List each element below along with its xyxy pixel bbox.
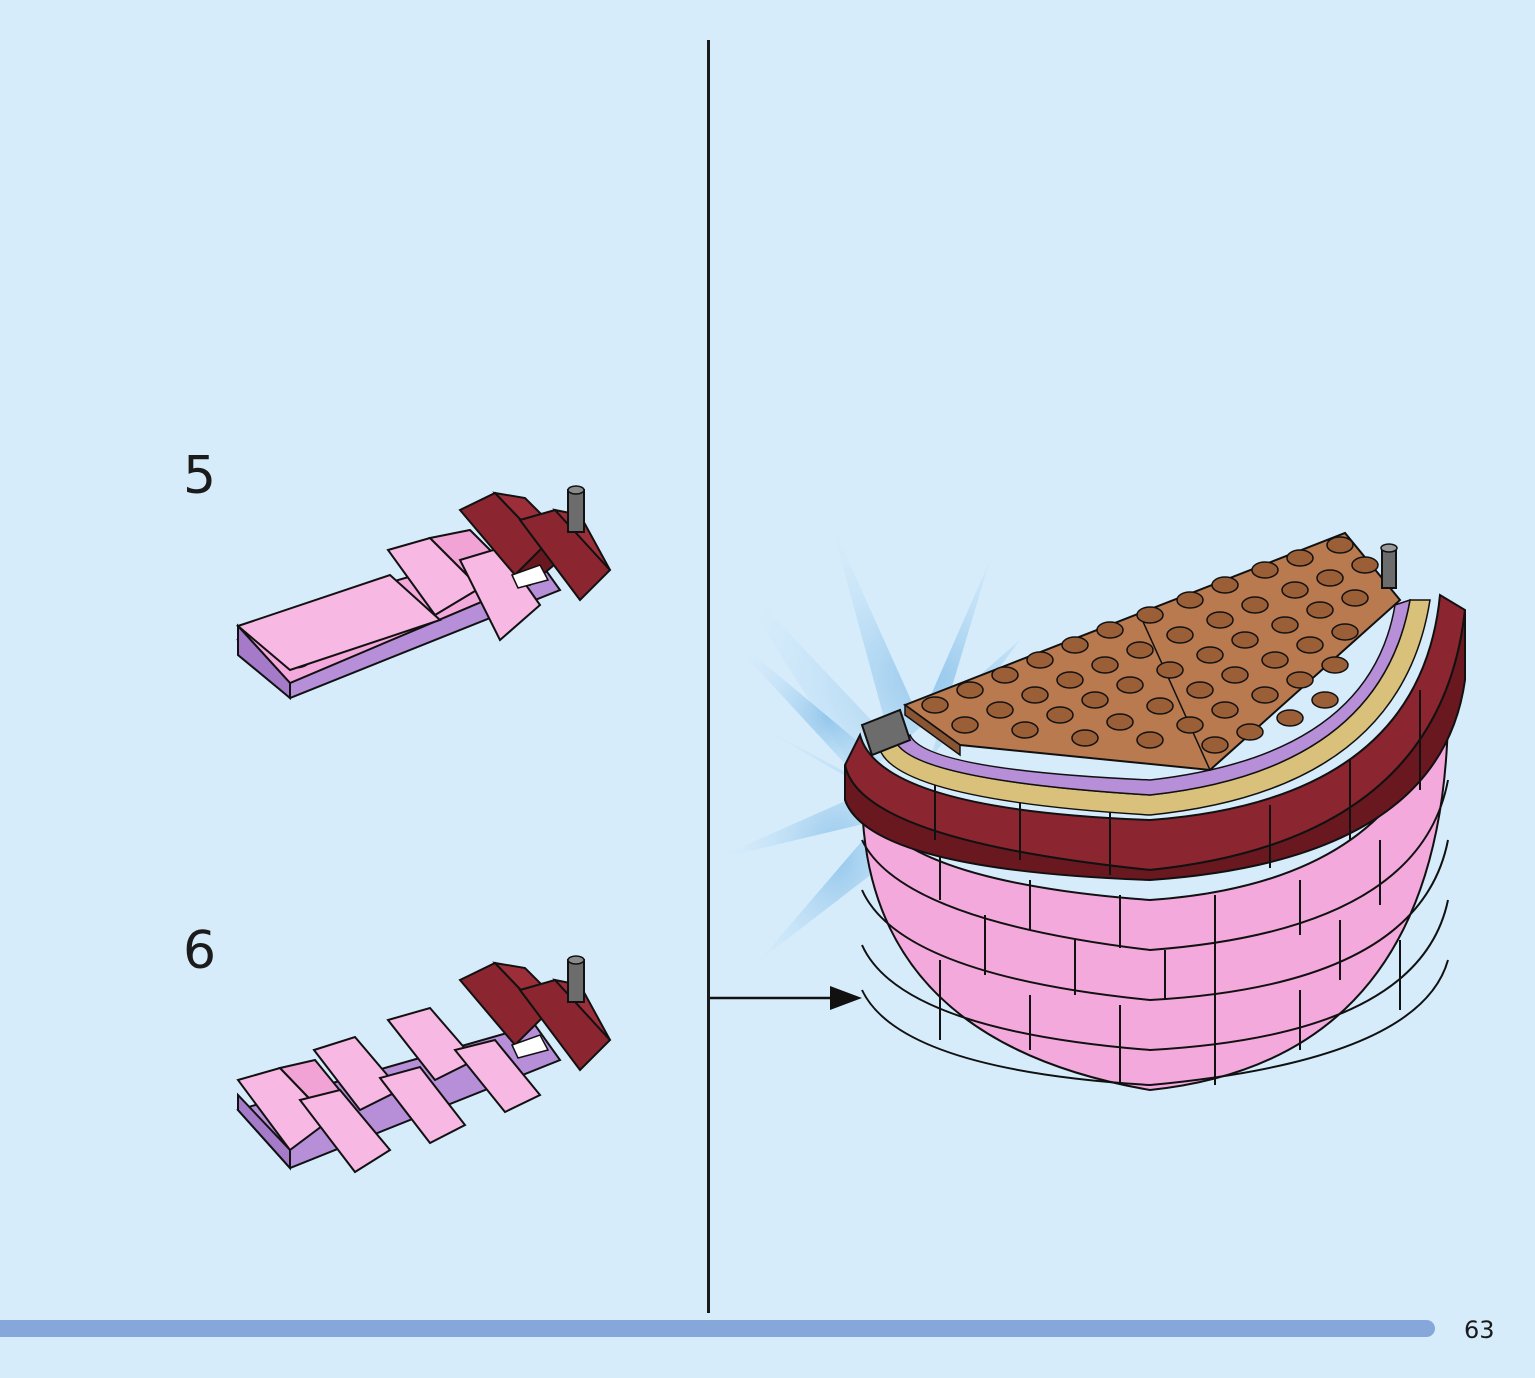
plate-studs bbox=[921, 536, 1379, 754]
footer-progress-bar bbox=[0, 1320, 1435, 1337]
page-number: 63 bbox=[1464, 1316, 1495, 1344]
attach-arrow bbox=[710, 986, 862, 1010]
step-number-6: 6 bbox=[183, 921, 217, 981]
step5-subassembly bbox=[235, 485, 612, 701]
step6-subassembly bbox=[236, 955, 612, 1174]
page-divider bbox=[707, 40, 710, 1313]
main-model bbox=[843, 531, 1467, 1092]
step-number-5: 5 bbox=[183, 446, 217, 506]
